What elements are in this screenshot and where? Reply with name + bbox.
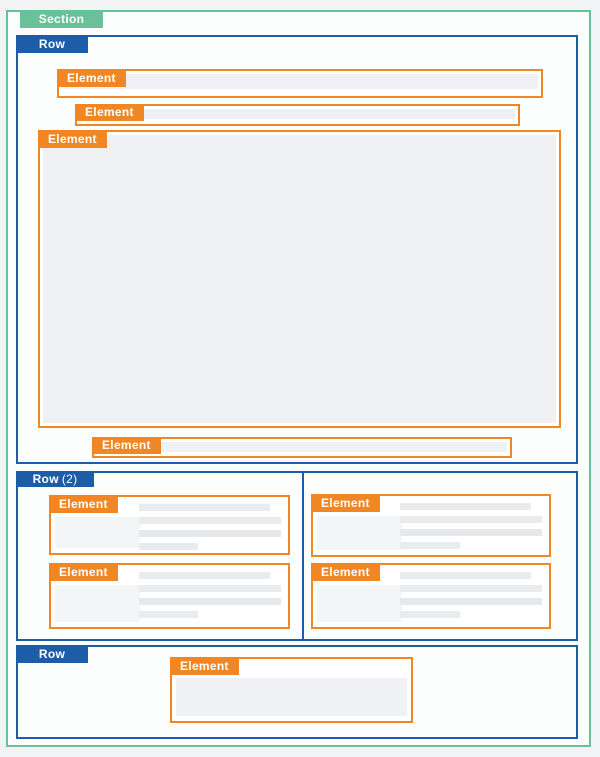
content-placeholder <box>43 135 556 423</box>
element-tab: Element <box>49 563 118 581</box>
text-placeholder-bar <box>138 543 199 550</box>
text-placeholder-bar <box>400 611 460 618</box>
row-outline-3: Row Element <box>16 645 578 739</box>
element-box-text-line: Element <box>92 437 512 458</box>
element-tab: Element <box>311 563 380 581</box>
text-placeholder-bar <box>138 598 281 605</box>
section-tab: Section <box>20 10 103 28</box>
element-tab: Element <box>75 104 144 121</box>
element-box-field: Element <box>49 495 290 555</box>
text-placeholder-bar <box>138 572 270 579</box>
element-label: Element <box>67 71 116 85</box>
text-placeholder-bar <box>138 504 270 511</box>
section-label: Section <box>38 12 85 26</box>
text-placeholder-bar <box>400 598 542 605</box>
content-placeholder <box>97 442 507 452</box>
field-label-placeholder <box>317 516 402 550</box>
row-3-label: Row <box>38 647 66 661</box>
column-divider <box>302 471 304 641</box>
row-1-label: Row <box>38 37 66 51</box>
text-placeholder-bar <box>400 572 531 579</box>
text-placeholder-bar <box>400 529 542 536</box>
element-tab: Element <box>311 494 380 512</box>
element-label: Element <box>102 438 151 452</box>
element-tab: Element <box>92 437 161 454</box>
text-placeholder-group <box>138 504 281 556</box>
field-label-placeholder <box>55 585 141 622</box>
field-label-placeholder <box>55 517 141 548</box>
element-label: Element <box>321 496 370 510</box>
text-placeholder-bar <box>400 503 531 510</box>
element-label: Element <box>59 565 108 579</box>
element-label: Element <box>48 132 97 146</box>
element-box-field: Element <box>49 563 290 629</box>
row-2-count: (2) <box>61 472 78 486</box>
text-placeholder-bar <box>138 611 199 618</box>
text-placeholder-bar <box>400 542 460 549</box>
element-label: Element <box>59 497 108 511</box>
text-placeholder-group <box>138 572 281 624</box>
row-outline-2: Row(2) Element Element <box>16 471 578 641</box>
content-placeholder <box>176 678 407 716</box>
text-placeholder-bar <box>138 585 281 592</box>
element-tab: Element <box>38 130 107 148</box>
text-placeholder-group <box>400 572 542 624</box>
element-box-heading: Element <box>57 69 543 98</box>
element-tab: Element <box>57 69 126 87</box>
element-box-subheading: Element <box>75 104 520 126</box>
element-label: Element <box>321 565 370 579</box>
element-box-image: Element <box>38 130 561 428</box>
element-box-field: Element <box>311 494 551 557</box>
element-label: Element <box>85 105 134 119</box>
element-box-field: Element <box>311 563 551 629</box>
element-tab: Element <box>49 495 118 513</box>
text-placeholder-bar <box>400 585 542 592</box>
content-placeholder <box>80 109 515 119</box>
text-placeholder-bar <box>400 516 542 523</box>
element-label: Element <box>180 659 229 673</box>
text-placeholder-bar <box>138 530 281 537</box>
row-2-tab: Row(2) <box>16 471 94 487</box>
row-2-label: Row <box>32 472 59 486</box>
field-label-placeholder <box>317 585 402 622</box>
text-placeholder-bar <box>138 517 281 524</box>
row-1-tab: Row <box>16 35 88 53</box>
row-outline-1: Row Element Element Element Element <box>16 35 578 464</box>
content-placeholder <box>62 74 538 89</box>
element-box-button: Element <box>170 657 413 723</box>
element-tab: Element <box>170 657 239 675</box>
row-3-tab: Row <box>16 645 88 663</box>
text-placeholder-group <box>400 503 542 555</box>
